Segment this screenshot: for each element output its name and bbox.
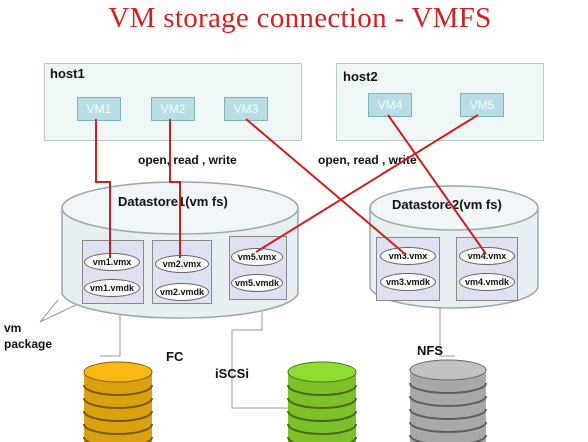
connector-iscsi (231, 308, 290, 409)
fc-disk-array (83, 361, 153, 442)
file-vm5-vmdk[interactable]: vm5.vmdk (231, 274, 283, 292)
vm3-box[interactable]: VM3 (224, 97, 268, 121)
link-vm1-vm1vmx (95, 119, 111, 258)
connection-label-host1: open, read , write (138, 153, 237, 167)
host1-label: host1 (50, 66, 85, 81)
vm1-box[interactable]: VM1 (77, 97, 121, 121)
file-vm1-vmx[interactable]: vm1.vmx (84, 253, 140, 271)
vm5-box[interactable]: VM5 (460, 93, 504, 117)
file-vm3-vmdk[interactable]: vm3.vmdk (380, 273, 436, 291)
file-vm5-vmx[interactable]: vm5.vmx (231, 248, 283, 266)
nfs-disk-array (409, 359, 487, 442)
file-vm1-vmdk[interactable]: vm1.vmdk (84, 279, 140, 297)
file-vm2-vmx[interactable]: vm2.vmx (155, 255, 209, 273)
vm4-box[interactable]: VM4 (368, 93, 412, 117)
iscsi-disk-array (287, 361, 357, 442)
file-vm4-vmx[interactable]: vm4.vmx (459, 247, 515, 265)
storage-label-iscsi: iSCSi (215, 366, 249, 381)
storage-label-fc: FC (166, 349, 184, 364)
connector-fc (100, 302, 121, 357)
link-vm2-vm2vmx (169, 119, 181, 258)
datastore1-label: Datastore1(vm fs) (118, 194, 228, 209)
host2-label: host2 (343, 69, 378, 84)
link-vm5-vm5vmx (255, 114, 479, 253)
vm2-box[interactable]: VM2 (151, 97, 195, 121)
storage-connectors (100, 300, 455, 409)
file-vm2-vmdk[interactable]: vm2.vmdk (155, 283, 209, 301)
storage-label-nfs: NFS (417, 343, 443, 358)
link-vm4-vm4vmx (387, 114, 487, 255)
link-vm3-vm3vmx (245, 118, 406, 255)
diagram-title: VM storage connection - VMFS (108, 2, 492, 34)
connector-nfs (439, 300, 455, 357)
datastore2-label: Datastore2(vm fs) (392, 197, 502, 212)
vm-package-label: vm package (4, 321, 53, 351)
file-vm4-vmdk[interactable]: vm4.vmdk (459, 273, 515, 291)
vm-package-pointers (39, 299, 83, 323)
connection-label-host2: open, read , write (318, 153, 417, 167)
file-vm3-vmx[interactable]: vm3.vmx (380, 247, 436, 265)
